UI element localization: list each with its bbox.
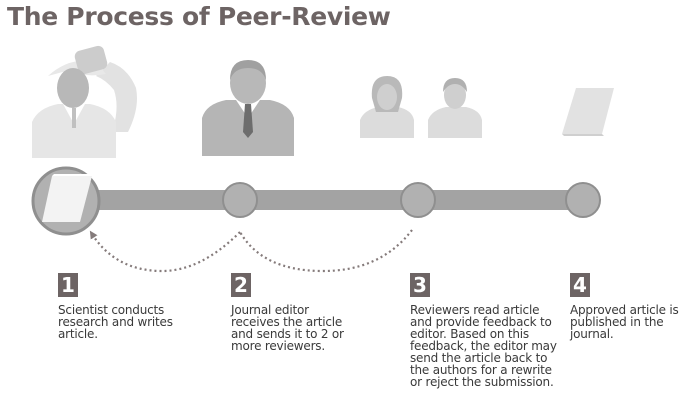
timeline-node-2 [222,182,258,218]
step-2-description: Journal editor receives the article and … [231,303,344,353]
feedback-arrow-editor-to-scientist [89,230,241,273]
timeline-node-1 [31,166,101,236]
timeline-track [66,190,588,210]
published-article-icon [562,88,614,136]
timeline-node-3 [400,182,436,218]
step-4-description: Approved article is published in the jou… [570,303,679,341]
page-title: The Process of Peer-Review [7,2,391,31]
step-4-number: 4 [570,273,590,297]
step-3-description: Reviewers read article and provide feedb… [410,303,557,389]
step-3-number: 3 [410,273,430,297]
step-1-description: Scientist conducts research and writes a… [58,303,173,341]
step-2-number: 2 [231,273,251,297]
step-1-number: 1 [58,273,78,297]
editor-icon [202,60,294,156]
document-icon [42,176,92,222]
timeline-node-4 [565,182,601,218]
reviewers-icon [360,76,482,138]
feedback-arrow-reviewers-to-editor [239,229,413,273]
scientist-icon [32,45,137,158]
